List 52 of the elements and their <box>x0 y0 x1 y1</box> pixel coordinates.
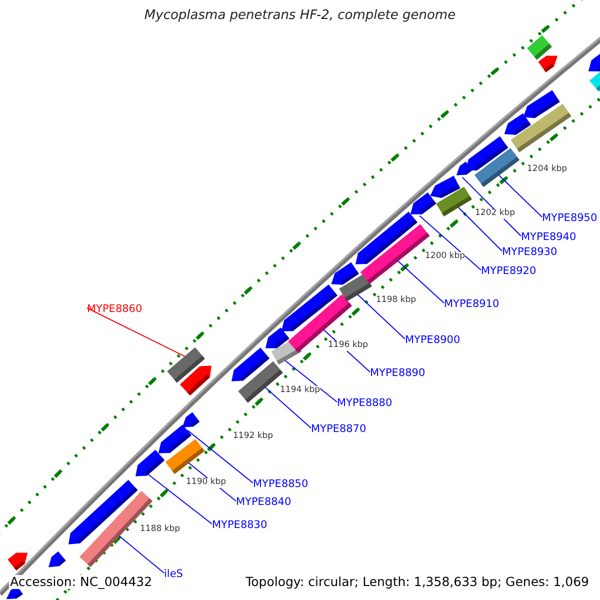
tick-label: 1190 kbp <box>186 478 226 488</box>
gene-label: MYPE8930 <box>502 246 558 258</box>
gene-block <box>136 450 165 476</box>
tick-label: 1200 kbp <box>425 252 466 262</box>
leader-line <box>419 215 482 270</box>
gene-bar <box>165 439 205 474</box>
leader-line <box>187 430 254 484</box>
gene-bar <box>474 148 520 187</box>
tick-label: 1188 kbp <box>140 525 180 535</box>
gene-label: MYPE8890 <box>370 367 426 380</box>
gene-label: MYPE8910 <box>444 298 500 310</box>
gene-label: MYPE8850 <box>253 478 308 490</box>
gene-block <box>180 366 212 396</box>
gene-bar <box>238 361 283 403</box>
tick-label: 1202 kbp <box>475 209 516 219</box>
gene-label: MYPE8830 <box>212 519 268 532</box>
leader-line <box>264 387 312 428</box>
gene-label: MYPE8860 <box>87 303 142 316</box>
accession-text: Accession: NC_004432 <box>9 575 154 590</box>
leader-line <box>284 360 338 402</box>
gene-label: MYPE8940 <box>521 231 576 244</box>
leader-line <box>86 308 186 357</box>
tick-label: 1196 kbp <box>328 341 368 351</box>
gene-block <box>48 551 66 568</box>
gene-block <box>538 56 558 72</box>
gene-label: MYPE8880 <box>337 397 392 410</box>
leader-line <box>397 260 444 304</box>
gene-label: MYPE8870 <box>311 423 366 436</box>
tick-label: 1192 kbp <box>233 432 274 442</box>
gene-block <box>410 192 436 214</box>
leader-line <box>498 174 542 218</box>
gene-bar <box>436 186 472 216</box>
leader-line <box>357 294 406 340</box>
gene-label: MYPE8840 <box>236 496 292 508</box>
gene-label: MYPE8920 <box>481 265 536 278</box>
gene-block <box>182 412 200 428</box>
tick-label: 1204 kbp <box>527 165 568 175</box>
title: Mycoplasma penetrans HF-2, complete genome <box>143 9 457 24</box>
gene-label: MYPE8950 <box>542 212 598 224</box>
leader-line <box>458 207 502 252</box>
gene-label: MYPE8900 <box>405 334 460 346</box>
leader-line <box>148 474 212 524</box>
genome-summary: Topology: circular; Length: 1,358,633 bp; Genes: 1,069 <box>244 575 590 590</box>
leader-line <box>118 536 164 574</box>
gene-block <box>8 552 28 570</box>
tick-label: 1198 kbp <box>376 296 416 306</box>
gene-block <box>588 52 600 72</box>
gene-bar <box>527 35 552 60</box>
tick-label: 1194 kbp <box>280 386 320 396</box>
gene-bar <box>510 104 572 152</box>
gene-label: ileS <box>164 568 183 580</box>
gene-bar <box>590 70 600 92</box>
